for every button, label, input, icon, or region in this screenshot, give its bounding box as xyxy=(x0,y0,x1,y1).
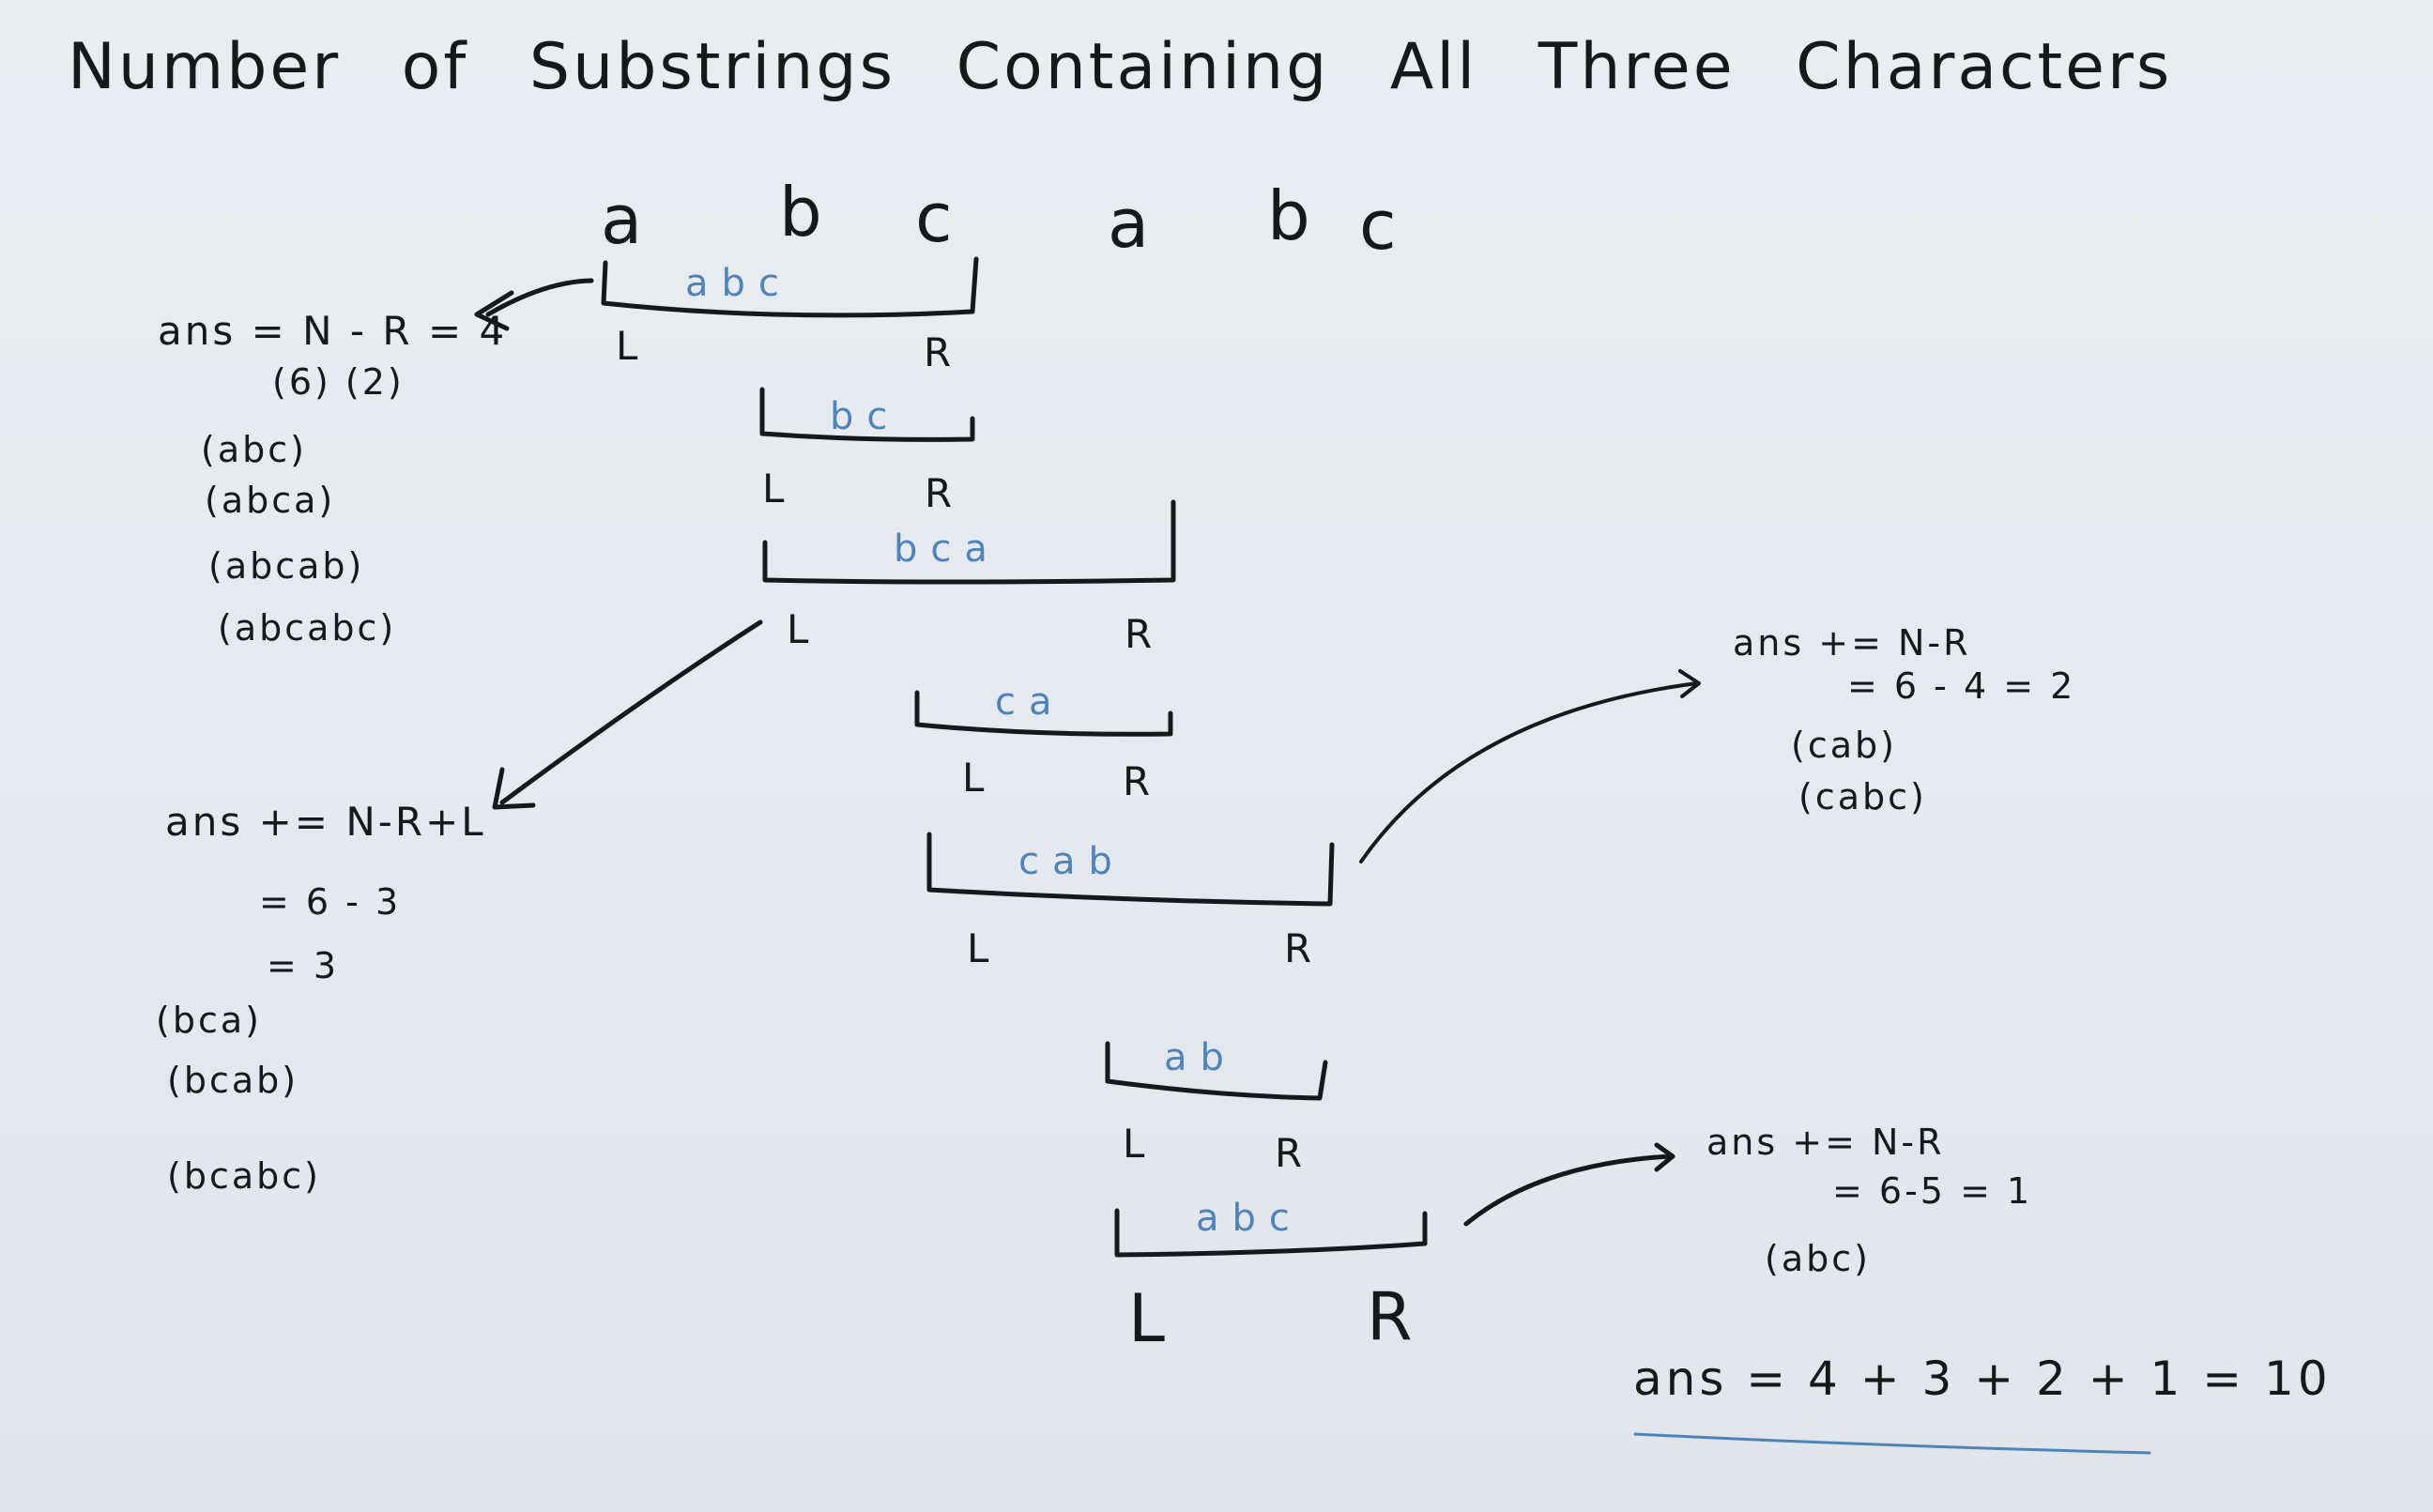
string-char-5: b xyxy=(1267,176,1312,255)
note4-step: = 6-5 = 1 xyxy=(1832,1170,2033,1212)
arrow-to-note3 xyxy=(1359,681,1699,863)
note3-item: (cabc) xyxy=(1798,776,1927,817)
window-bracket-5 xyxy=(926,832,1335,907)
window-right-7: R xyxy=(1367,1278,1415,1355)
note3-step: = 6 - 4 = 2 xyxy=(1847,665,2076,707)
final-answer: ans = 4 + 3 + 2 + 1 = 10 xyxy=(1633,1352,2332,1406)
window-left-5: L xyxy=(967,925,991,971)
string-char-6: c xyxy=(1359,186,1399,265)
window-substring-1: abc xyxy=(685,262,792,305)
note1-item: (abca) xyxy=(205,480,336,521)
note1-item: (abcab) xyxy=(208,545,365,587)
window-bracket-1 xyxy=(601,256,979,318)
string-char-1: a xyxy=(601,180,645,259)
window-left-1: L xyxy=(616,323,640,369)
window-bracket-3 xyxy=(762,499,1176,585)
note4-item: (abc) xyxy=(1765,1238,1871,1279)
note1-item: (abcabc) xyxy=(218,607,397,649)
note3-formula: ans += N-R xyxy=(1733,622,1971,664)
string-char-3: c xyxy=(915,178,955,257)
window-right-1: R xyxy=(924,329,954,375)
window-left-2: L xyxy=(762,466,787,512)
arrow-to-note3-head xyxy=(1678,669,1701,698)
final-underline xyxy=(1633,1432,2151,1455)
window-left-4: L xyxy=(962,755,987,801)
note1-values: (6) (2) xyxy=(272,361,405,403)
window-right-5: R xyxy=(1284,925,1314,971)
window-right-3: R xyxy=(1125,611,1155,657)
arrow-to-note2 xyxy=(499,619,763,805)
string-char-4: a xyxy=(1108,184,1152,263)
window-right-2: R xyxy=(925,470,955,516)
note2-item: (bcab) xyxy=(167,1060,299,1101)
note2-step1: = 6 - 3 xyxy=(259,881,402,923)
arrow-to-note1-head xyxy=(474,290,514,331)
arrow-to-note4-head xyxy=(1654,1142,1676,1172)
window-substring-6: ab xyxy=(1164,1036,1237,1079)
string-char-2: b xyxy=(779,173,824,252)
board-title: Number of Substrings Containing All Thre… xyxy=(68,30,2173,104)
window-substring-5: cab xyxy=(1018,840,1125,883)
window-bracket-2 xyxy=(759,387,975,442)
window-substring-4: ca xyxy=(995,680,1065,724)
window-right-6: R xyxy=(1275,1130,1305,1176)
window-substring-2: bc xyxy=(830,395,901,438)
window-bracket-7 xyxy=(1114,1208,1428,1258)
note2-item: (bca) xyxy=(156,1000,262,1041)
note3-item: (cab) xyxy=(1791,725,1897,766)
window-left-7: L xyxy=(1128,1280,1167,1357)
window-right-4: R xyxy=(1123,758,1153,804)
note1-formula: ans = N - R = 4 xyxy=(158,308,508,354)
note2-formula: ans += N-R+L xyxy=(165,799,486,845)
arrow-to-note2-head xyxy=(492,767,536,810)
window-left-3: L xyxy=(787,606,811,652)
window-substring-7: abc xyxy=(1196,1197,1303,1240)
window-left-6: L xyxy=(1123,1121,1147,1167)
arrow-to-note1 xyxy=(485,278,594,317)
window-bracket-4 xyxy=(914,690,1173,737)
arrow-to-note4 xyxy=(1463,1153,1674,1227)
note4-formula: ans += N-R xyxy=(1706,1122,1945,1163)
window-bracket-6 xyxy=(1105,1041,1328,1101)
window-substring-3: bca xyxy=(894,527,1001,571)
note2-step2: = 3 xyxy=(267,945,340,986)
note1-item: (abc) xyxy=(201,429,307,470)
note2-item: (bcabc) xyxy=(167,1155,321,1197)
